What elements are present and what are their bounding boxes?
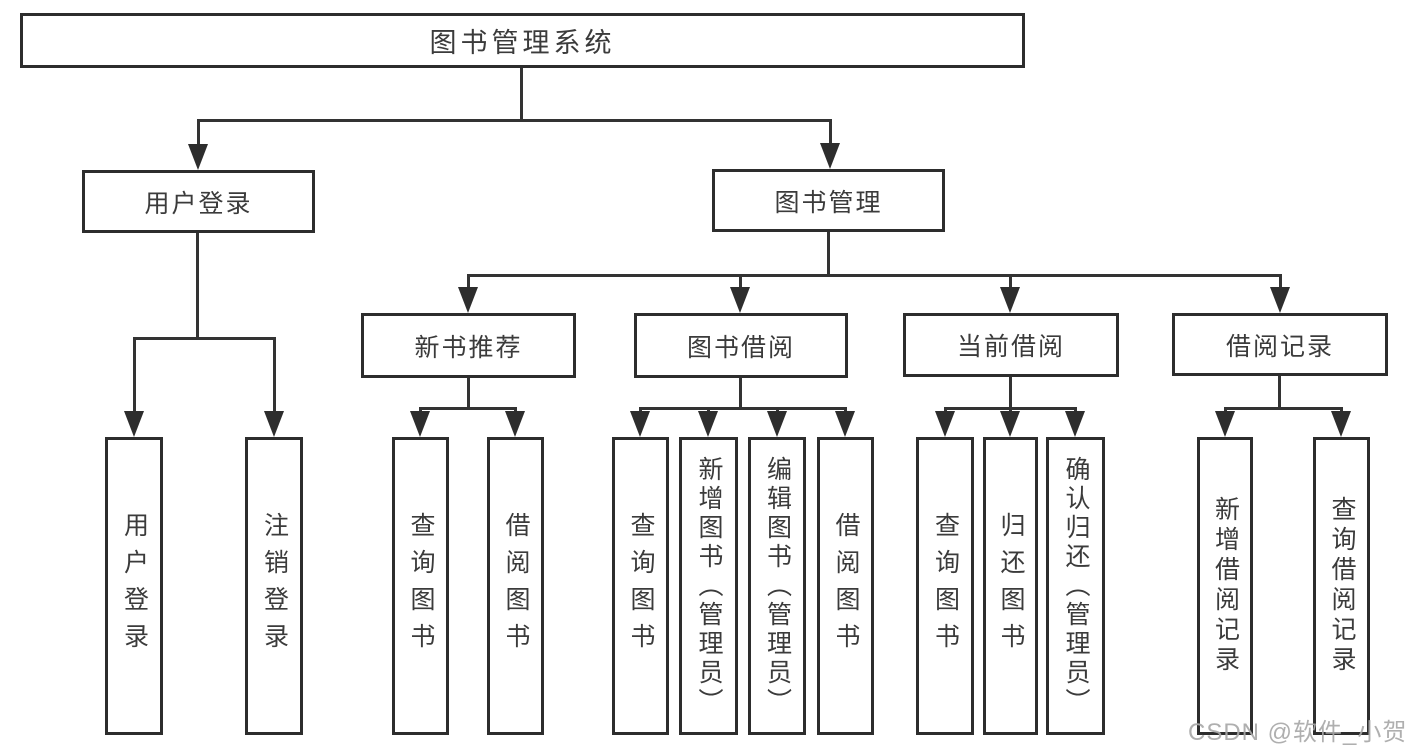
edge-arrowhead-down xyxy=(730,287,750,313)
edge-arrow-stub xyxy=(1009,274,1012,293)
edge-arrow-stub xyxy=(739,274,742,293)
leaf-borrow-edit-books-admin: 编辑图书（管理员） xyxy=(748,437,806,735)
leaf-current-confirm-return-admin: 确认归还（管理员） xyxy=(1046,437,1105,735)
node-user-login: 用户登录 xyxy=(82,170,315,233)
edge-arrowhead-down xyxy=(630,411,650,437)
edge-arrowhead-down xyxy=(458,287,478,313)
edge-arrowhead-down xyxy=(264,411,284,437)
node-library-management-system: 图书管理系统 xyxy=(20,13,1025,68)
leaf-newbook-borrow-books-label: 借阅图书 xyxy=(502,512,530,660)
edge-arrowhead-down xyxy=(410,411,430,437)
edge-arrow-stub xyxy=(273,337,276,417)
edge-line-horizontal xyxy=(639,407,847,410)
leaf-current-query-books-label: 查询图书 xyxy=(931,512,960,660)
edge-line-horizontal xyxy=(133,337,276,340)
edge-line-vertical xyxy=(1009,377,1012,410)
node-borrowing-records-label: 借阅记录 xyxy=(1225,332,1334,361)
edge-arrow-stub xyxy=(829,119,832,149)
node-borrowing-records: 借阅记录 xyxy=(1172,313,1388,376)
edge-line-vertical xyxy=(827,232,830,277)
edge-line-vertical xyxy=(520,68,523,121)
edge-arrowhead-down xyxy=(1215,411,1235,437)
leaf-user-login-label: 用户登录 xyxy=(120,512,149,660)
edge-arrowhead-down xyxy=(1331,411,1351,437)
leaf-logout-label: 注销登录 xyxy=(260,512,289,660)
edge-arrow-stub xyxy=(197,119,200,150)
edge-line-vertical xyxy=(196,233,199,340)
edge-arrow-stub xyxy=(1279,274,1282,293)
edge-arrowhead-down xyxy=(698,411,718,437)
edge-line-horizontal xyxy=(467,274,1281,277)
leaf-newbook-borrow-books: 借阅图书 xyxy=(487,437,544,735)
edge-arrowhead-down xyxy=(124,411,144,437)
edge-line-vertical xyxy=(467,378,470,410)
edge-line-vertical xyxy=(739,378,742,410)
edge-line-horizontal xyxy=(419,407,517,410)
node-book-borrowing: 图书借阅 xyxy=(634,313,848,378)
node-book-management: 图书管理 xyxy=(712,169,945,232)
leaf-records-query-borrow-record-label: 查询借阅记录 xyxy=(1328,496,1356,676)
leaf-current-query-books: 查询图书 xyxy=(916,437,974,735)
node-book-borrowing-label: 图书借阅 xyxy=(686,333,795,362)
node-book-management-label: 图书管理 xyxy=(774,188,883,217)
edge-arrowhead-down xyxy=(835,411,855,437)
edge-arrowhead-down xyxy=(1000,411,1020,437)
node-current-borrowing-label: 当前借阅 xyxy=(956,333,1065,361)
edge-arrow-stub xyxy=(467,274,470,293)
node-user-login-label: 用户登录 xyxy=(144,189,253,218)
node-new-book-recommendation-label: 新书推荐 xyxy=(414,333,523,362)
leaf-records-add-borrow-record: 新增借阅记录 xyxy=(1197,437,1253,735)
node-library-management-system-label: 图书管理系统 xyxy=(429,28,616,58)
leaf-logout: 注销登录 xyxy=(245,437,303,735)
node-new-book-recommendation: 新书推荐 xyxy=(361,313,576,378)
leaf-records-add-borrow-record-label: 新增借阅记录 xyxy=(1211,496,1240,676)
leaf-borrow-add-books-admin: 新增图书（管理员） xyxy=(679,437,738,735)
edge-arrowhead-down xyxy=(1065,411,1085,437)
leaf-borrow-add-books-admin-label: 新增图书（管理员） xyxy=(695,455,723,717)
edge-arrowhead-down xyxy=(820,143,840,169)
edge-arrowhead-down xyxy=(767,411,787,437)
leaf-current-return-books-label: 归还图书 xyxy=(997,512,1025,660)
watermark-text: CSDN @软件_小贺同学 xyxy=(1188,719,1405,746)
edge-arrowhead-down xyxy=(1270,287,1290,313)
leaf-borrow-borrow-books: 借阅图书 xyxy=(817,437,874,735)
leaf-borrow-query-books-label: 查询图书 xyxy=(627,512,655,660)
leaf-borrow-query-books: 查询图书 xyxy=(612,437,669,735)
edge-arrowhead-down xyxy=(188,144,208,170)
edge-arrowhead-down xyxy=(505,411,525,437)
edge-arrow-stub xyxy=(133,337,136,417)
leaf-user-login: 用户登录 xyxy=(105,437,163,735)
edge-line-vertical xyxy=(1278,376,1281,410)
leaf-records-query-borrow-record: 查询借阅记录 xyxy=(1313,437,1370,735)
edge-line-horizontal xyxy=(197,119,831,122)
edge-arrowhead-down xyxy=(1000,287,1020,313)
leaf-borrow-edit-books-admin-label: 编辑图书（管理员） xyxy=(763,455,792,717)
leaf-newbook-query-books: 查询图书 xyxy=(392,437,449,735)
leaf-newbook-query-books-label: 查询图书 xyxy=(407,512,435,660)
node-current-borrowing: 当前借阅 xyxy=(903,313,1119,377)
edge-arrowhead-down xyxy=(935,411,955,437)
leaf-current-return-books: 归还图书 xyxy=(983,437,1038,735)
leaf-borrow-borrow-books-label: 借阅图书 xyxy=(832,512,860,660)
edge-line-horizontal xyxy=(1224,407,1343,410)
leaf-current-confirm-return-admin-label: 确认归还（管理员） xyxy=(1062,455,1090,717)
